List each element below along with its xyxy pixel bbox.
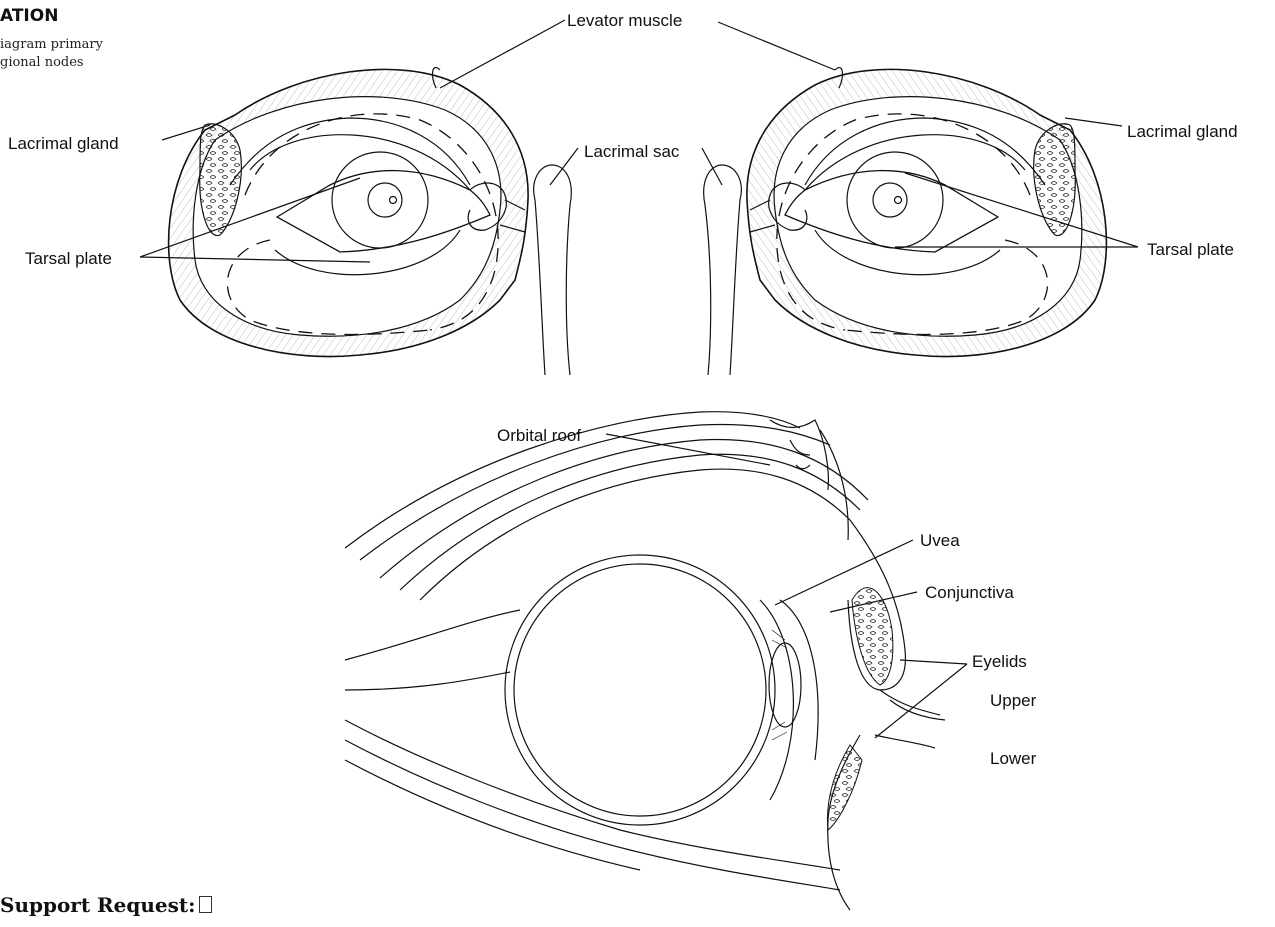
label-conjunctiva: Conjunctiva — [925, 583, 1014, 602]
lower-eyelid-glands — [827, 745, 862, 830]
orbital-layer-2 — [400, 454, 860, 590]
optic-nerve-lower — [345, 672, 510, 690]
ciliary-body — [772, 630, 787, 740]
orbital-layer-3 — [380, 439, 868, 578]
orbital-floor-1 — [345, 720, 840, 870]
optic-nerve-upper — [345, 610, 520, 660]
leader-levator-left — [440, 20, 565, 88]
leader-levator-right — [718, 22, 835, 70]
empty-checkbox-glyph — [199, 896, 212, 913]
right-eye-front-view — [747, 68, 1107, 357]
leader-orbital-roof — [606, 434, 770, 465]
left-eye-front-view — [169, 68, 529, 357]
sagittal-eye-view — [345, 412, 945, 910]
label-tarsal-plate-left: Tarsal plate — [25, 249, 112, 268]
label-lacrimal-gland-right: Lacrimal gland — [1127, 122, 1238, 141]
label-tarsal-plate-right: Tarsal plate — [1147, 240, 1234, 259]
lacrimal-sacs — [534, 165, 742, 375]
lens — [769, 643, 801, 727]
orbital-floor-2 — [345, 740, 840, 890]
leader-lacrimal-gland-right — [1065, 118, 1122, 126]
lower-lashes — [875, 735, 935, 748]
leader-lacrimal-sac-left — [550, 148, 578, 185]
label-eyelids: Eyelids — [972, 652, 1027, 671]
label-lacrimal-sac: Lacrimal sac — [584, 142, 680, 161]
orbital-floor-3 — [345, 760, 640, 870]
label-lower: Lower — [990, 749, 1037, 768]
label-levator-muscle: Levator muscle — [567, 11, 682, 30]
label-orbital-roof: Orbital roof — [497, 426, 581, 445]
left-lacrimal-sac — [534, 165, 572, 375]
globe-outer — [505, 555, 775, 825]
support-request-text: Support Request: — [0, 893, 196, 917]
orbital-layer-1 — [420, 469, 850, 600]
label-uvea: Uvea — [920, 531, 960, 550]
uvea-curve — [780, 600, 818, 760]
label-lacrimal-gland-left: Lacrimal gland — [8, 134, 119, 153]
upper-lashes-2 — [890, 700, 945, 720]
label-upper: Upper — [990, 691, 1037, 710]
right-lacrimal-sac — [704, 165, 742, 375]
support-request-label: Support Request: — [0, 893, 212, 917]
globe-inner — [514, 564, 766, 816]
